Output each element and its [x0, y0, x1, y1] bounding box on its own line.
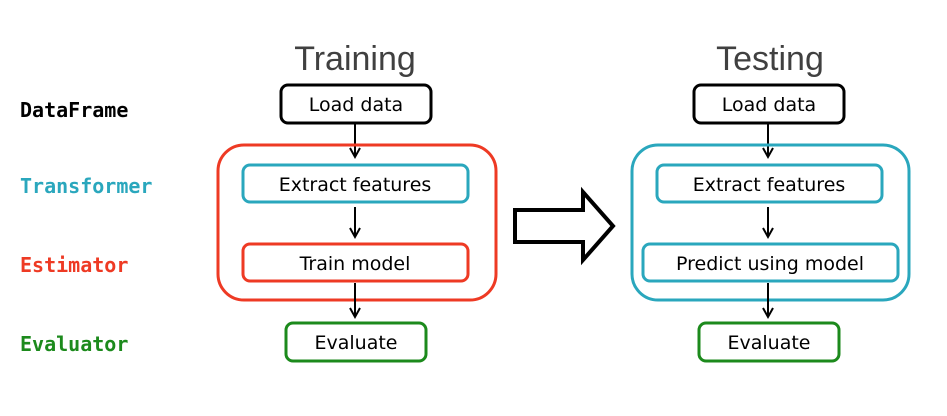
training-pipeline-group: [216, 143, 498, 302]
training-load-data-box: Load data: [279, 83, 433, 125]
training-arrowhead-2: [349, 227, 361, 240]
testing-arrowhead-3: [762, 307, 774, 320]
testing-extract-features-label: Extract features: [693, 174, 846, 196]
testing-predict-box: Predict using model: [641, 242, 900, 283]
training-extract-features-box: Extract features: [241, 163, 470, 204]
testing-arrowhead-1: [762, 147, 774, 160]
testing-evaluate-label: Evaluate: [728, 332, 811, 354]
testing-title: Testing: [716, 40, 824, 78]
training-arrowhead-3: [349, 307, 361, 320]
testing-evaluate-box: Evaluate: [697, 321, 841, 363]
row-label-estimator: Estimator: [20, 253, 128, 277]
training-train-model-label: Train model: [299, 253, 411, 275]
testing-arrowhead-2: [762, 227, 774, 240]
training-load-data-label: Load data: [309, 94, 403, 116]
training-evaluate-label: Evaluate: [315, 332, 398, 354]
testing-load-data-label: Load data: [722, 94, 816, 116]
training-evaluate-box: Evaluate: [284, 321, 428, 363]
row-label-dataframe: DataFrame: [20, 98, 128, 122]
training-extract-features-label: Extract features: [279, 174, 432, 196]
training-title: Training: [294, 40, 416, 78]
testing-load-data-box: Load data: [692, 83, 846, 125]
testing-extract-features-box: Extract features: [655, 163, 884, 204]
training-arrowhead-1: [349, 147, 361, 160]
row-label-transformer: Transformer: [20, 174, 152, 198]
training-train-model-box: Train model: [241, 242, 470, 283]
testing-pipeline-group: [630, 143, 911, 302]
row-label-evaluator: Evaluator: [20, 332, 128, 356]
transition-arrow: [513, 186, 616, 266]
testing-predict-label: Predict using model: [676, 253, 864, 275]
